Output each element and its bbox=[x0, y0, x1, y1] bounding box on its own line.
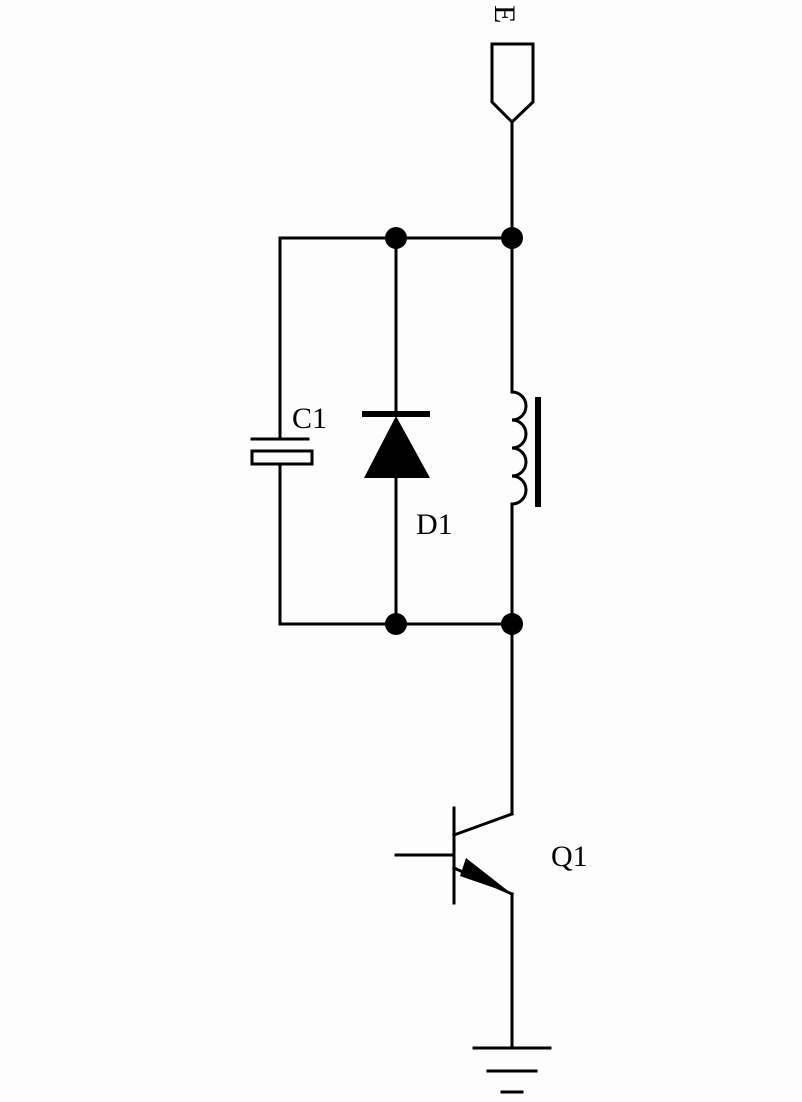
coil-winding bbox=[510, 390, 528, 506]
power-terminal: E bbox=[488, 5, 535, 125]
ground-symbol bbox=[472, 1046, 552, 1094]
junction-node-top-right bbox=[501, 227, 523, 249]
emitter-arrow bbox=[460, 858, 512, 894]
power-terminal-symbol bbox=[490, 42, 535, 125]
collector-lead bbox=[452, 812, 514, 837]
transistor-label: Q1 bbox=[551, 840, 588, 873]
diode-label: D1 bbox=[416, 508, 453, 541]
relay-coil bbox=[510, 236, 541, 626]
diode-d1: D1 bbox=[362, 236, 453, 626]
power-terminal-label: E bbox=[488, 5, 521, 23]
transistor-q1: Q1 bbox=[394, 806, 588, 905]
capacitor-c1: C1 bbox=[250, 236, 327, 626]
capacitor-label: C1 bbox=[292, 402, 327, 435]
capacitor-plate-bottom bbox=[250, 449, 314, 466]
junction-node-bottom-left bbox=[385, 613, 407, 635]
diode-triangle bbox=[364, 416, 430, 478]
junction-node-top-left bbox=[385, 227, 407, 249]
